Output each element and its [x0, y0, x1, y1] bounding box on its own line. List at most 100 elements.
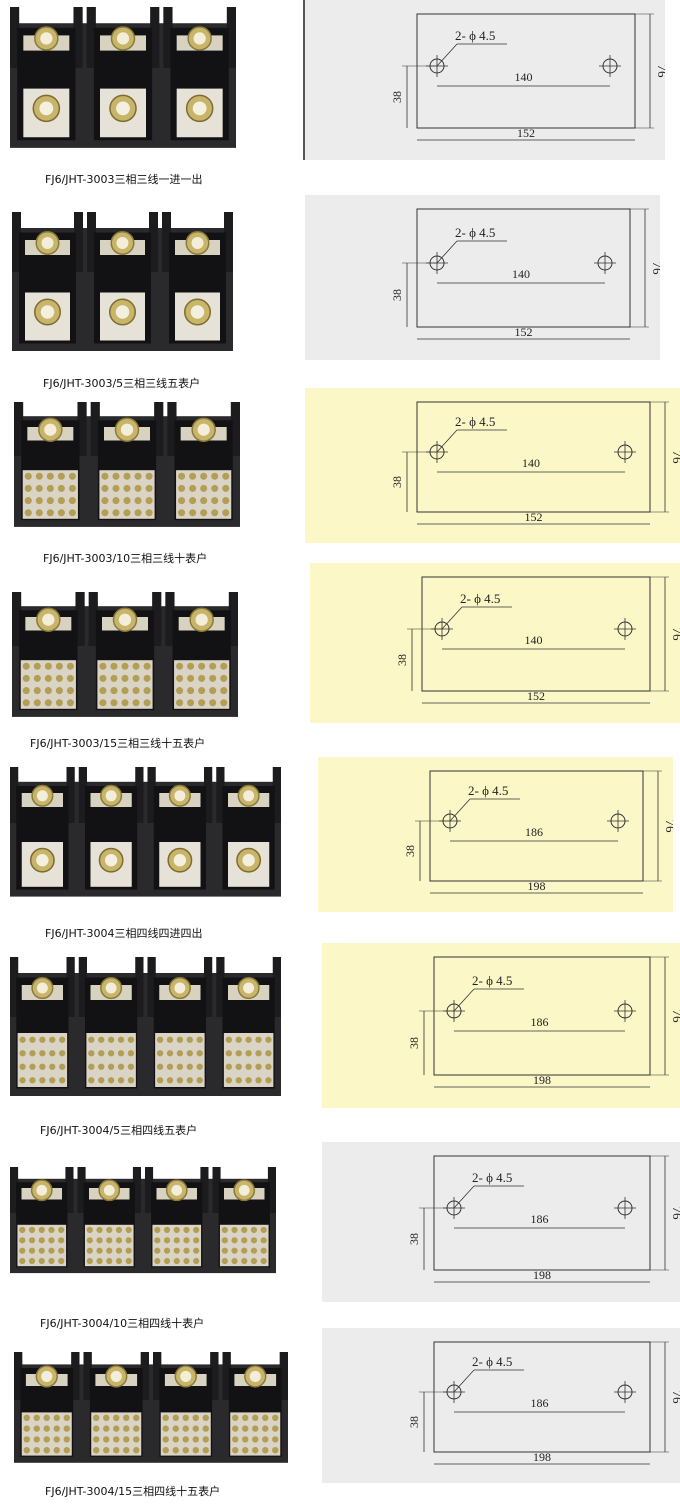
- barrier-fin: [78, 767, 87, 823]
- screw: [265, 1036, 272, 1043]
- screw: [245, 1077, 252, 1084]
- screw: [86, 1247, 93, 1254]
- screw: [44, 674, 52, 682]
- screw: [19, 1036, 26, 1043]
- screw: [235, 1036, 242, 1043]
- barrier-fin: [88, 592, 98, 646]
- bolt-top: [193, 32, 206, 45]
- bolt-top: [110, 1370, 122, 1382]
- screw: [221, 1237, 228, 1244]
- barrier-fin: [65, 1167, 74, 1213]
- bolt-top: [180, 1370, 192, 1382]
- screw: [265, 1077, 272, 1084]
- screw: [220, 687, 228, 695]
- screw: [272, 1446, 279, 1454]
- hole-label: 2- ϕ 4.5: [460, 591, 500, 606]
- screw: [189, 497, 197, 505]
- screw: [198, 674, 206, 682]
- screw: [117, 1050, 125, 1057]
- screw: [96, 1226, 103, 1234]
- barrier-fin: [77, 402, 87, 456]
- screw: [172, 1414, 179, 1422]
- screw: [225, 1077, 232, 1084]
- screw: [154, 1257, 161, 1265]
- screw: [211, 497, 219, 505]
- width-label: 152: [515, 325, 533, 339]
- drawing-bg: [305, 388, 680, 543]
- screw: [178, 497, 186, 505]
- screw: [39, 1036, 46, 1043]
- screw: [260, 1237, 267, 1244]
- screw: [220, 662, 228, 670]
- screw: [110, 674, 118, 682]
- product-caption: FJ6/JHT-3003/15三相三线十五表户: [30, 737, 206, 750]
- barrier-fin: [272, 957, 281, 1017]
- bolt-top: [171, 1184, 183, 1196]
- screw: [241, 1247, 248, 1254]
- drawing-bg: [322, 1142, 680, 1302]
- screw: [235, 1050, 242, 1057]
- screw: [145, 472, 153, 480]
- screw: [101, 497, 109, 505]
- screw: [221, 1257, 228, 1265]
- screw: [232, 1436, 239, 1443]
- screw: [23, 1425, 30, 1432]
- drawing-bg: [310, 563, 680, 723]
- screw: [29, 1063, 36, 1070]
- barrier-fin: [210, 1352, 219, 1400]
- screw: [48, 1237, 55, 1244]
- hole-label: 2- ϕ 4.5: [468, 783, 508, 798]
- screw: [178, 484, 186, 492]
- screw: [242, 1425, 249, 1432]
- screw: [250, 1237, 258, 1244]
- barrier-fin: [74, 212, 83, 272]
- screw: [242, 1446, 249, 1454]
- barrier-fin: [66, 957, 75, 1017]
- screw: [133, 1436, 140, 1443]
- screw: [127, 1063, 135, 1070]
- screw: [162, 1436, 169, 1443]
- screw: [103, 1446, 110, 1454]
- bolt-top: [243, 790, 255, 802]
- screw: [198, 662, 206, 670]
- bolt-top: [104, 854, 118, 867]
- screw: [55, 699, 63, 707]
- screw: [220, 674, 228, 682]
- bolt-top: [36, 982, 48, 994]
- screw: [35, 484, 43, 492]
- screw: [272, 1425, 279, 1432]
- barrier-fin: [145, 1167, 154, 1213]
- barrier-fin: [226, 7, 236, 68]
- screw: [222, 484, 230, 492]
- screw: [96, 1247, 103, 1254]
- screw: [178, 509, 186, 517]
- screw: [173, 1257, 180, 1265]
- screw: [176, 1050, 184, 1057]
- bolt-top: [116, 237, 129, 249]
- barrier-fin: [86, 7, 96, 68]
- screw: [19, 1050, 26, 1057]
- screw: [99, 687, 107, 695]
- screw: [112, 509, 120, 517]
- screw: [198, 687, 206, 695]
- bolt-top: [42, 613, 55, 626]
- screw: [196, 1063, 203, 1070]
- screw: [183, 1247, 190, 1254]
- screw: [66, 674, 74, 682]
- screw: [231, 1247, 238, 1254]
- screw: [176, 687, 184, 695]
- screw: [232, 1414, 239, 1422]
- barrier-fin: [267, 1167, 276, 1213]
- spacing-label: 186: [531, 1396, 549, 1410]
- screw: [103, 1425, 110, 1432]
- screw: [202, 1414, 209, 1422]
- screw: [225, 1036, 232, 1043]
- screw: [125, 1226, 132, 1234]
- bolt-top: [173, 854, 187, 867]
- barrier-fin: [10, 957, 19, 1017]
- screw: [231, 1257, 238, 1265]
- product-photo: [12, 400, 242, 540]
- screw: [221, 1247, 228, 1254]
- screw: [173, 1226, 180, 1234]
